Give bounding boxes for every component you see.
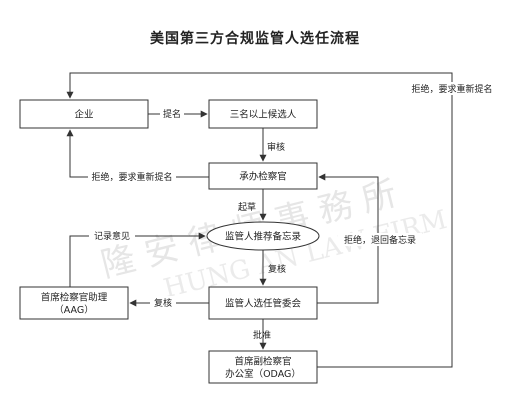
edge-approve-label: 批准 — [253, 329, 271, 341]
edge-record-label: 记录意见 — [94, 230, 130, 242]
edge-record — [69, 232, 206, 287]
edge-reject-top-label: 拒绝，要求重新提名 — [411, 83, 492, 95]
node-committee: 监管人选任管委会 — [208, 286, 318, 320]
node-memo: 监管人推荐备忘录 — [206, 221, 320, 251]
node-odag-label-2: 办公室（ODAG） — [225, 368, 301, 380]
node-odag: 首席副检察官 办公室（ODAG） — [208, 350, 318, 384]
edge-to-aag-label: 复核 — [154, 297, 172, 309]
edge-recheck-label: 复核 — [268, 263, 286, 275]
edge-draft-label: 起草 — [238, 201, 256, 213]
node-odag-label-1: 首席副检察官 — [234, 356, 291, 368]
node-prosecutor-label: 承办检察官 — [239, 171, 287, 183]
edge-reject-company-label: 拒绝，要求重新提名 — [91, 171, 172, 183]
node-candidates-label: 三名以上候选人 — [230, 109, 297, 121]
node-prosecutor: 承办检察官 — [208, 162, 318, 190]
node-aag: 首席检察官助理 （AAG） — [19, 286, 129, 320]
edge-reject-memo-label: 拒绝，退回备忘录 — [344, 234, 416, 246]
node-aag-label-2: （AAG） — [54, 304, 93, 316]
node-memo-label: 监管人推荐备忘录 — [225, 231, 302, 243]
node-candidates: 三名以上候选人 — [208, 99, 318, 129]
edge-nominate-label: 提名 — [163, 108, 181, 120]
edge-reject-top — [66, 72, 453, 368]
edge-reject-company — [66, 129, 209, 178]
node-committee-label: 监管人选任管委会 — [225, 298, 302, 310]
node-company-label: 企业 — [74, 109, 93, 121]
page-title: 美国第三方合规监管人选任流程 — [150, 31, 360, 47]
node-company: 企业 — [19, 99, 149, 129]
node-aag-label-1: 首席检察官助理 — [41, 292, 108, 304]
edge-review-label: 审核 — [267, 141, 285, 153]
